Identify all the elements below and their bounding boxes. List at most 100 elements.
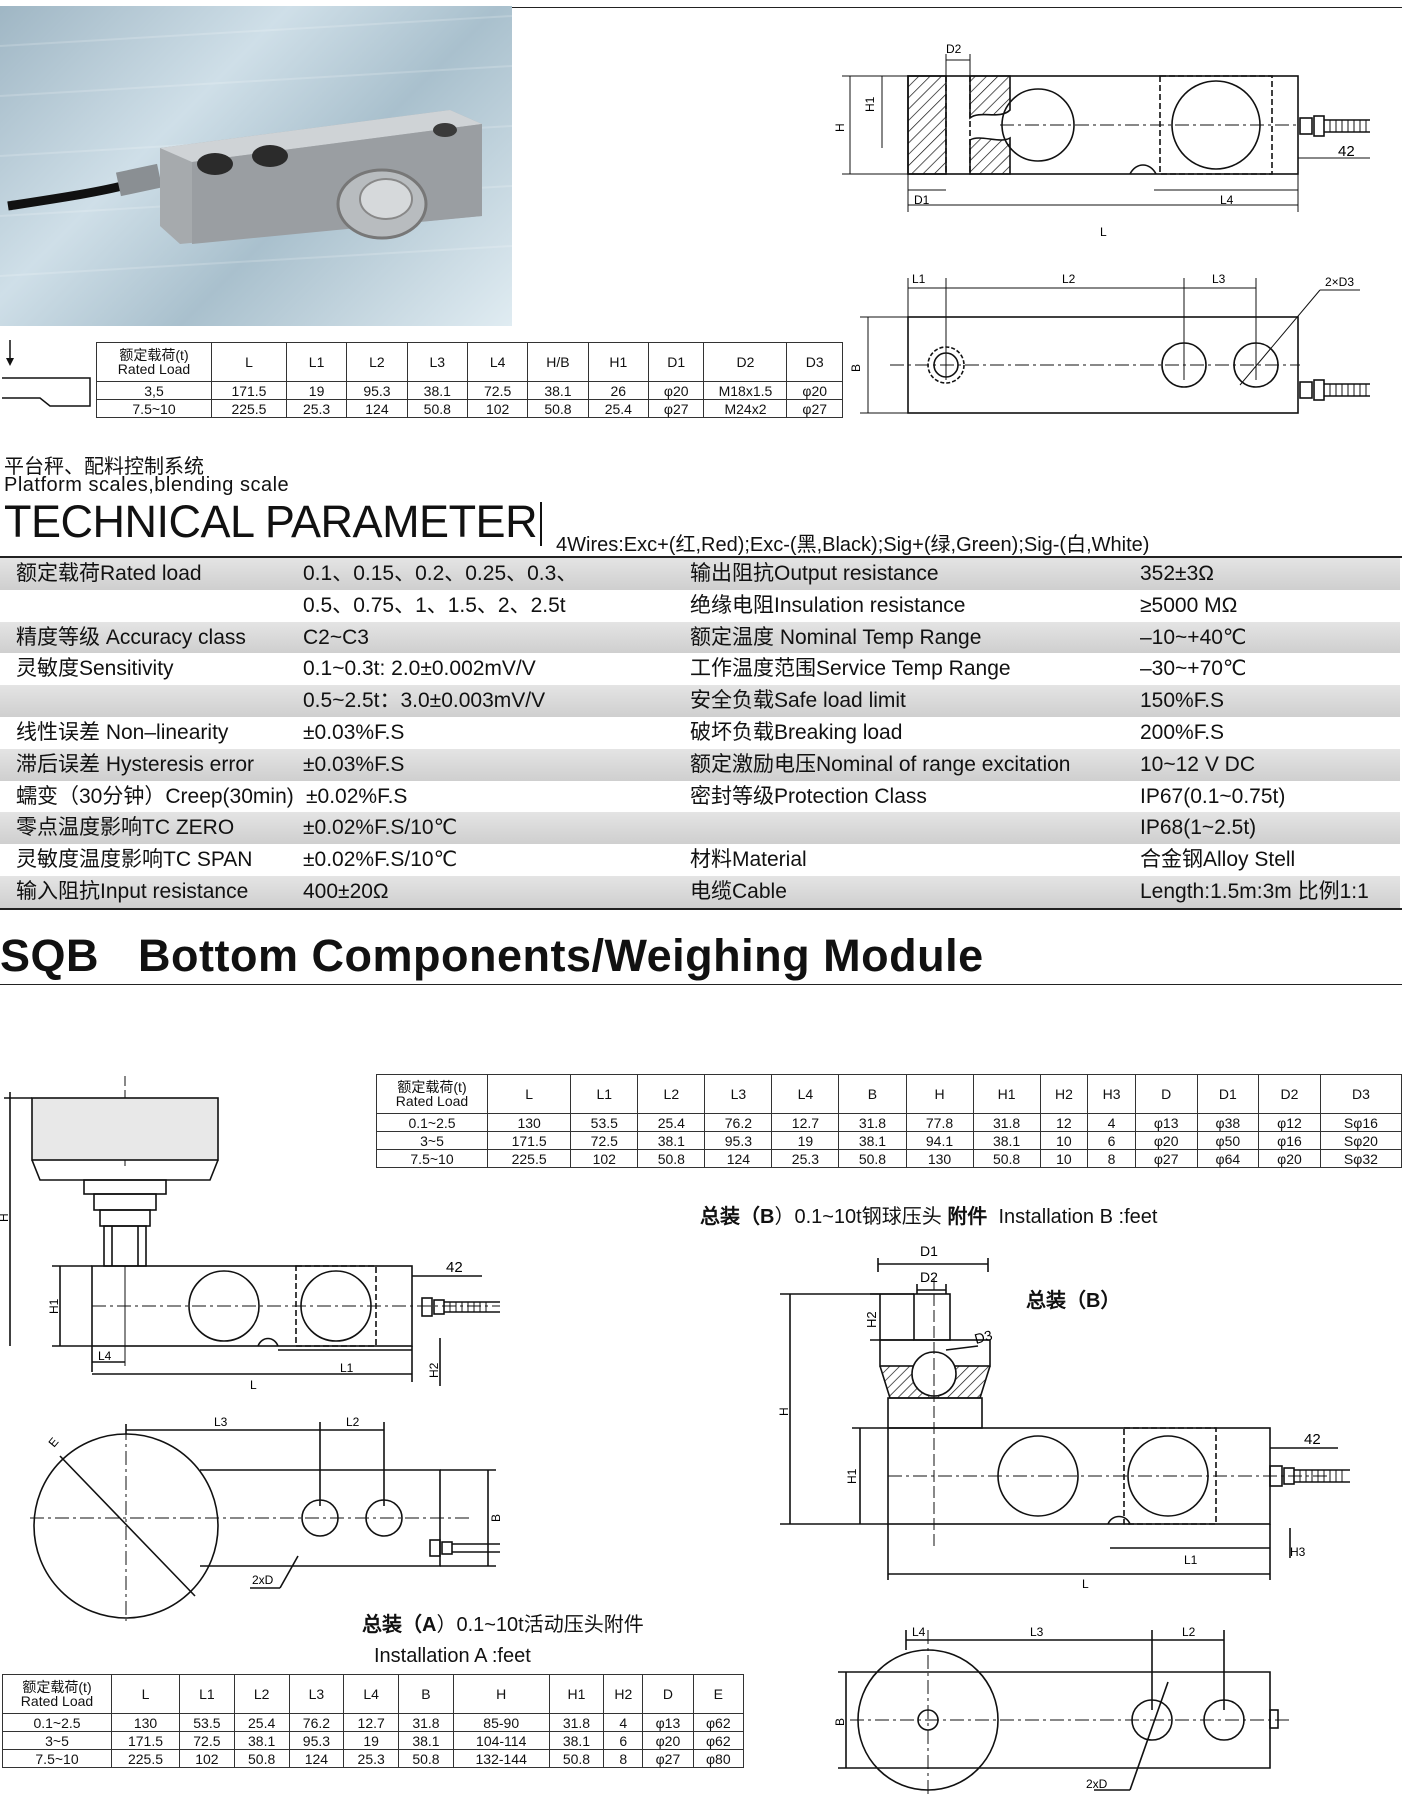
dim-label-l: L xyxy=(1082,1577,1089,1591)
dim-label-l1: L1 xyxy=(912,272,926,286)
table-cell: 85-90 xyxy=(452,1713,550,1732)
table-cell: 38.1 xyxy=(972,1131,1041,1150)
dim-label-h2: H2 xyxy=(864,1311,879,1328)
dim-label-d1: D1 xyxy=(920,1243,938,1259)
table-cell: 38.1 xyxy=(406,381,468,400)
table-cell: 50.8 xyxy=(398,1749,454,1768)
dim-label-h3: H3 xyxy=(1290,1545,1306,1559)
header-cell: L4 xyxy=(343,1674,400,1714)
header-cell: L1 xyxy=(179,1674,235,1714)
dim-label-d3: D3 xyxy=(973,1327,995,1347)
table-cell: 4 xyxy=(1087,1113,1136,1132)
table-cell: 225.5 xyxy=(111,1749,180,1768)
table-cell: 102 xyxy=(466,399,529,418)
spec-table-1: 额定载荷(t)Rated Load L L1 L2 L3 L4 H/B H1 D… xyxy=(96,342,843,418)
header-cell: B xyxy=(398,1674,454,1714)
params-bottom-rule xyxy=(0,908,1402,910)
header-cell: H3 xyxy=(1087,1074,1136,1114)
table-cell: 130 xyxy=(111,1713,180,1732)
table-cell: 76.2 xyxy=(704,1113,773,1132)
table-cell: M24x2 xyxy=(703,399,788,418)
table-cell: φ13 xyxy=(642,1713,694,1732)
dim-label-d2: D2 xyxy=(920,1269,938,1285)
header-cell: B xyxy=(838,1074,907,1114)
table-cell: 95.3 xyxy=(288,1731,345,1750)
table-cell: φ20 xyxy=(642,1731,694,1750)
dim-label-d1: D1 xyxy=(914,193,930,207)
header-cell: D2 xyxy=(703,342,788,382)
table-cell: φ80 xyxy=(692,1749,745,1768)
table-cell: 94.1 xyxy=(905,1131,974,1150)
dim-label-42: 42 xyxy=(446,1259,463,1276)
table-cell: 171.5 xyxy=(111,1731,180,1750)
table-cell: 12.7 xyxy=(771,1113,840,1132)
header-cell: L2 xyxy=(346,342,408,382)
table-cell: Sφ20 xyxy=(1319,1131,1403,1150)
table-cell: 130 xyxy=(905,1149,974,1168)
table-cell: 19 xyxy=(285,381,348,400)
header-cell: H1 xyxy=(972,1074,1041,1114)
table-cell: 8 xyxy=(1087,1149,1136,1168)
table-cell: 38.1 xyxy=(398,1731,454,1750)
header-cell: L3 xyxy=(704,1074,773,1114)
header-cell: D1 xyxy=(1196,1074,1260,1114)
table-cell: 12 xyxy=(1039,1113,1089,1132)
header-cell: E xyxy=(692,1674,745,1714)
table-cell: 72.5 xyxy=(570,1131,639,1150)
table-cell: φ13 xyxy=(1134,1113,1198,1132)
dim-label-h: H xyxy=(0,1213,11,1222)
dim-label-l4: L4 xyxy=(98,1349,112,1363)
table-cell: Sφ16 xyxy=(1319,1113,1403,1132)
table-cell: φ50 xyxy=(1196,1131,1260,1150)
dim-label-l3: L3 xyxy=(214,1415,228,1429)
applications-en: Platform scales,blending scale xyxy=(4,474,290,496)
spec-table-2: 额定载荷(t)Rated Load L L1 L2 L3 L4 B H H1 H… xyxy=(376,1074,1403,1168)
table-cell: 72.5 xyxy=(179,1731,235,1750)
dim-label-l1: L1 xyxy=(1184,1553,1198,1567)
table-row: 7.5~10 225.5 102 50.8 124 25.3 50.8 132-… xyxy=(2,1749,745,1768)
dim-label-l: L xyxy=(250,1378,257,1392)
header-cell: 额定载荷(t)Rated Load xyxy=(96,342,212,382)
load-cell-photo xyxy=(0,6,512,326)
dim-label-l3: L3 xyxy=(1030,1625,1044,1639)
table-cell: 25.3 xyxy=(343,1749,400,1768)
dim-label-l3: L3 xyxy=(1212,272,1226,286)
header-cell: H1 xyxy=(548,1674,605,1714)
dim-label-h: H xyxy=(777,1407,791,1416)
header-cell: H2 xyxy=(603,1674,644,1714)
table-cell: 31.8 xyxy=(838,1113,907,1132)
header-cell: L1 xyxy=(285,342,348,382)
table-cell: 0.1~2.5 xyxy=(2,1713,112,1732)
table-cell: 3~5 xyxy=(2,1731,112,1750)
table-cell: 25.4 xyxy=(587,399,649,418)
table-cell: φ27 xyxy=(647,399,705,418)
table-cell: 25.4 xyxy=(233,1713,290,1732)
header-cell: L3 xyxy=(406,342,468,382)
table-row: 3,5 171.5 19 95.3 38.1 72.5 38.1 26 φ20 … xyxy=(96,381,843,400)
table-cell: 31.8 xyxy=(398,1713,454,1732)
header-cell: D1 xyxy=(647,342,705,382)
params-top-rule xyxy=(0,556,1402,558)
table-header-row: 额定载荷(t)Rated Load L L1 L2 L3 L4 B H H1 H… xyxy=(2,1674,745,1714)
table-cell: 50.8 xyxy=(548,1749,605,1768)
table-cell: 132-144 xyxy=(452,1749,550,1768)
table-cell: φ38 xyxy=(1196,1113,1260,1132)
table-header-row: 额定载荷(t)Rated Load L L1 L2 L3 L4 H/B H1 D… xyxy=(96,342,843,382)
table-cell: 31.8 xyxy=(548,1713,605,1732)
table-cell: 38.1 xyxy=(637,1131,706,1150)
header-cell: H/B xyxy=(527,342,589,382)
table-cell: 50.8 xyxy=(637,1149,706,1168)
dim-label-l4: L4 xyxy=(1220,193,1234,207)
dim-label-h1: H1 xyxy=(845,1468,859,1484)
table-cell: 26 xyxy=(587,381,649,400)
table-cell: 95.3 xyxy=(346,381,408,400)
wiring-note: 4Wires:Exc+(红,Red);Exc-(黑,Black);Sig+(绿,… xyxy=(556,534,1150,556)
table-cell: M18x1.5 xyxy=(703,381,788,400)
table-cell: 8 xyxy=(603,1749,644,1768)
header-cell: L2 xyxy=(637,1074,706,1114)
